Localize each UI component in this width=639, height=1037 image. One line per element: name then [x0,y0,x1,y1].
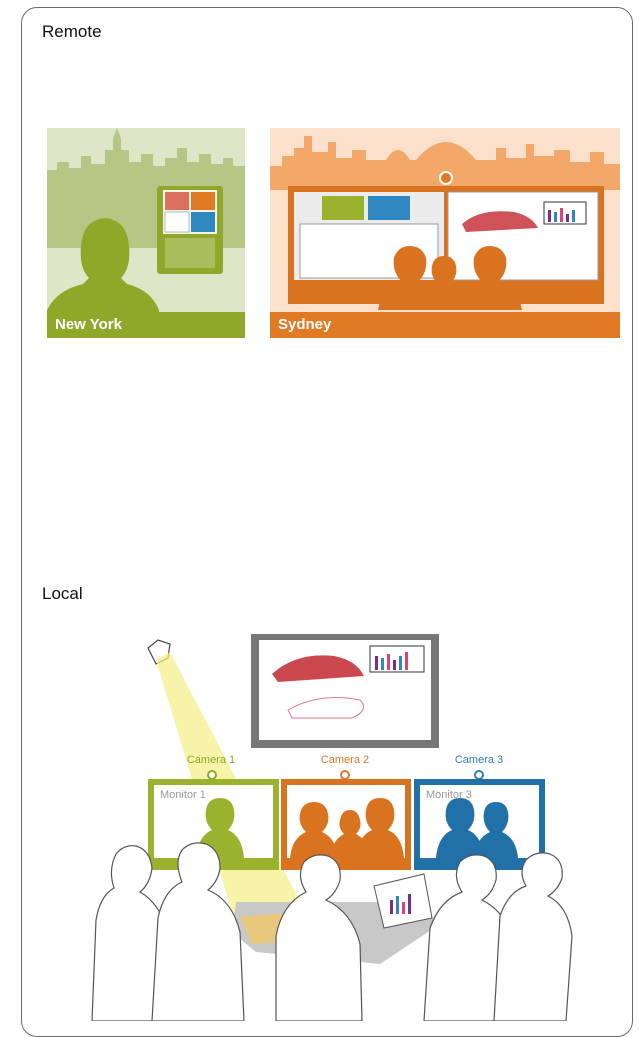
camera-2-icon [341,771,349,779]
local-room-illustration: Camera 1 Camera 2 Camera 3 Monitor 1 Mon… [0,600,639,1021]
camera-2-label: Camera 2 [321,754,369,766]
camera-3-label: Camera 3 [455,754,503,766]
sydney-illustration [270,128,620,338]
camera-1-icon [208,771,216,779]
monitor-1-label: Monitor 1 [160,789,206,801]
new-york-label: New York [47,312,245,338]
monitor-2-label: Monitor 2 [293,789,339,801]
remote-section-title: Remote [42,22,102,42]
new-york-panel: New York [47,128,245,338]
sydney-panel: Sydney [270,128,620,338]
sydney-label: Sydney [270,312,620,338]
laptop [374,874,432,928]
monitor-3-label: Monitor 3 [426,789,472,801]
camera-1-label: Camera 1 [187,754,235,766]
new-york-illustration [47,128,245,338]
sydney-camera-icon [440,172,452,184]
camera-3-icon [475,771,483,779]
